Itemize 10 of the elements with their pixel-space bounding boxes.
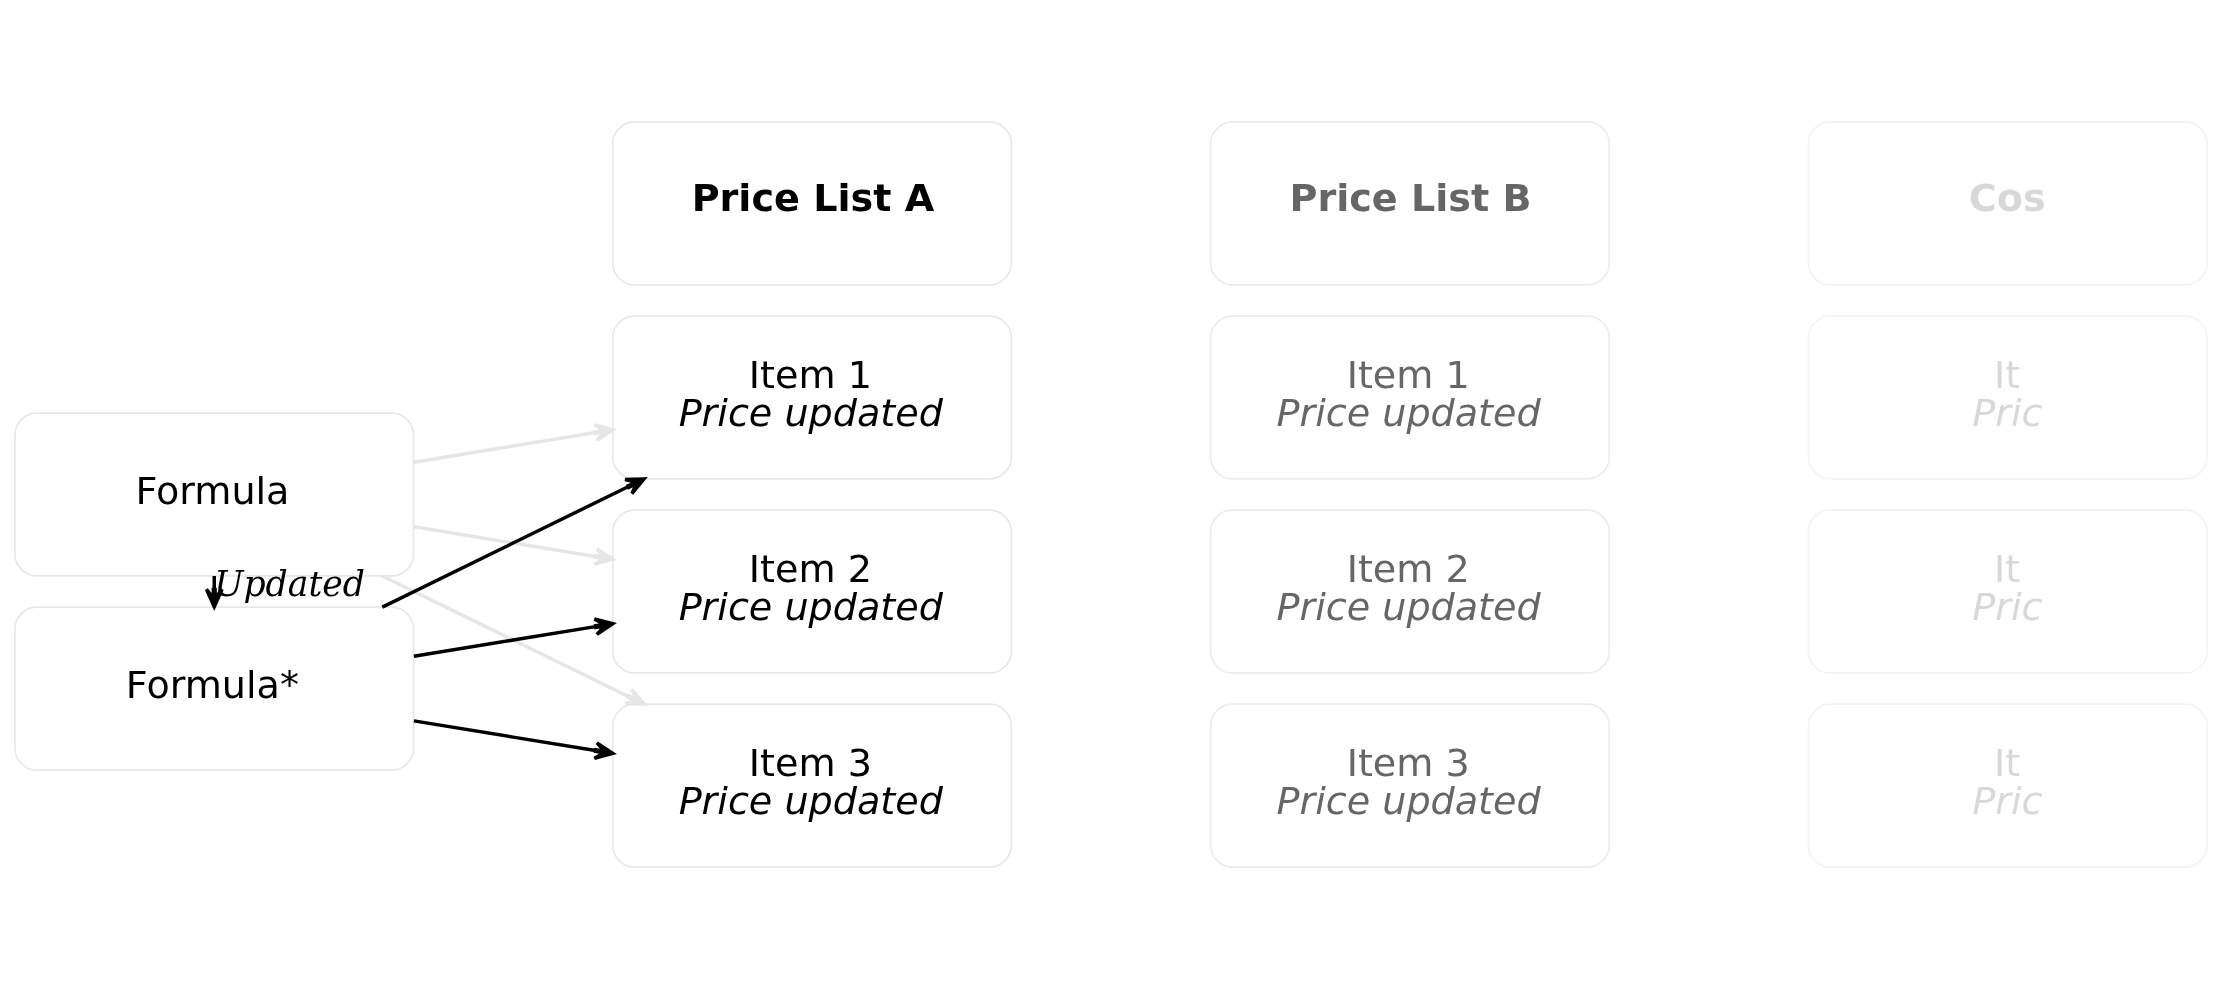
node-box: Formula* bbox=[14, 605, 415, 771]
node-box: Item 2 Price updated bbox=[611, 508, 1013, 674]
arrow bbox=[413, 422, 615, 464]
arrow bbox=[413, 718, 615, 760]
node-box: Item 3 Price updated bbox=[611, 702, 1013, 868]
arrow bbox=[413, 524, 615, 566]
arrow bbox=[381, 573, 646, 706]
arrow bbox=[413, 616, 615, 658]
arrow bbox=[381, 476, 646, 609]
node-box: Item 1 Price updated bbox=[611, 314, 1013, 480]
